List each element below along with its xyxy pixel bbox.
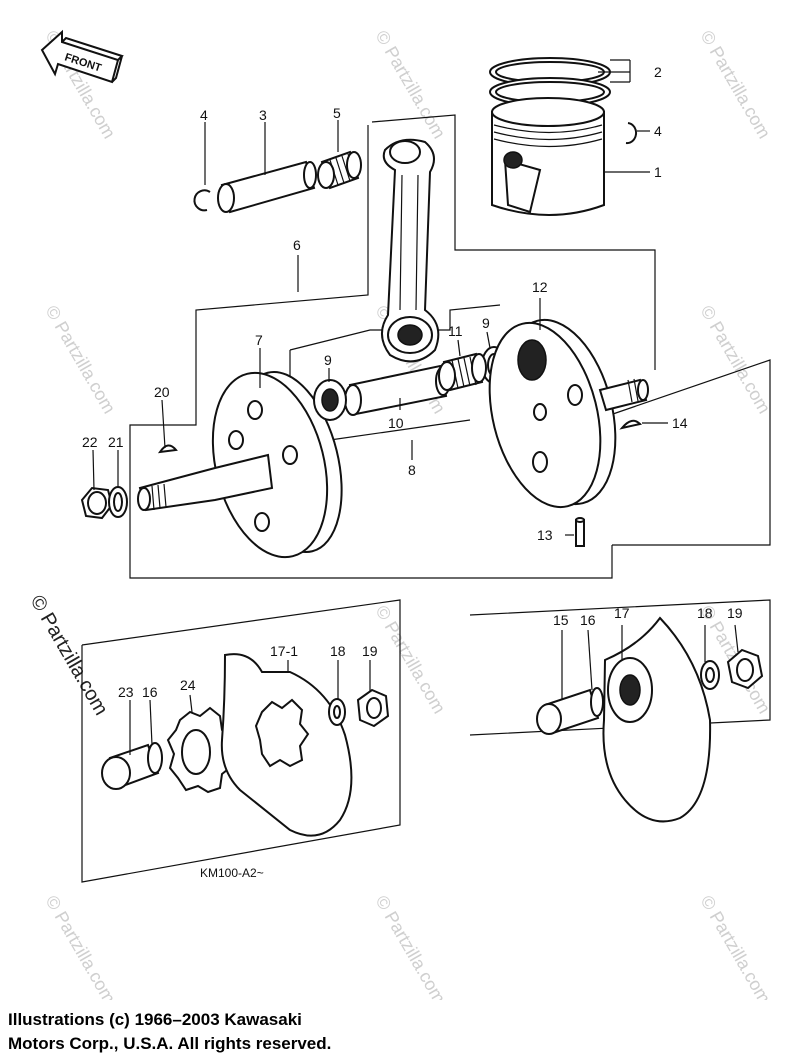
- woodruff-key: [157, 444, 178, 454]
- callout-16: 16: [142, 684, 158, 700]
- piston-pin: [217, 160, 317, 214]
- left-flywheel: [211, 370, 343, 559]
- right-flywheel: [488, 318, 617, 509]
- callout-10: 10: [388, 415, 404, 431]
- copyright-line-1: Illustrations (c) 1966–2003 Kawasaki: [8, 1010, 302, 1029]
- watermark: © Partzilla.com: [372, 892, 450, 1000]
- bushing-left: [101, 743, 160, 790]
- callout-7: 7: [255, 332, 263, 348]
- thrust-washer: [313, 379, 347, 421]
- nut-19-right: [726, 648, 764, 690]
- connecting-rod: [381, 138, 440, 363]
- sprocket: [166, 706, 234, 794]
- callout-6: 6: [293, 237, 301, 253]
- callout-22: 22: [82, 434, 98, 450]
- callout-12: 12: [532, 279, 548, 295]
- callout-17: 17: [614, 605, 630, 621]
- right-crank-shaft: [598, 378, 649, 412]
- callout-3: 3: [259, 107, 267, 123]
- leader-lines: [92, 59, 739, 755]
- watermark: © Partzilla.com: [372, 27, 450, 142]
- callout-4: 4: [654, 123, 662, 139]
- watermark: © Partzilla.com: [42, 302, 120, 417]
- callout-18: 18: [330, 643, 346, 659]
- callout-4: 4: [200, 107, 208, 123]
- callout-8: 8: [408, 462, 416, 478]
- callout-1: 1: [654, 164, 662, 180]
- circlip: [193, 189, 211, 212]
- crank-washer: [108, 486, 128, 518]
- crank-nut: [80, 486, 114, 520]
- washer-18-left: [328, 698, 346, 726]
- copyright-line-2: Motors Corp., U.S.A. All rights reserved…: [8, 1034, 332, 1053]
- washer-16-right: [590, 687, 604, 717]
- callout-18: 18: [697, 605, 713, 621]
- callouts: 1 2 3 4 4 5 6 7 8 9 9 10 11 12 13 14 15 …: [82, 64, 743, 700]
- callout-9: 9: [324, 352, 332, 368]
- big-end-bearing: [438, 352, 487, 392]
- callout-19: 19: [727, 605, 743, 621]
- figure-code: KM100-A2~: [200, 866, 264, 880]
- watermark-dark: © Partzilla.com: [26, 592, 112, 720]
- callout-2: 2: [654, 64, 662, 80]
- watermark: © Partzilla.com: [697, 302, 775, 417]
- watermark: © Partzilla.com: [697, 892, 775, 1000]
- callout-20: 20: [154, 384, 170, 400]
- callout-19: 19: [362, 643, 378, 659]
- watermark: © Partzilla.com: [697, 27, 775, 142]
- copyright-notice: Illustrations (c) 1966–2003 Kawasaki Mot…: [8, 1008, 331, 1056]
- bushing-right: [536, 688, 600, 735]
- callout-15: 15: [553, 612, 569, 628]
- front-arrow: FRONT: [40, 29, 124, 84]
- callout-13: 13: [537, 527, 553, 543]
- washer-16-left: [147, 742, 163, 774]
- circlip: [625, 122, 637, 145]
- callout-9: 9: [482, 315, 490, 331]
- sprocket-cover: [220, 653, 353, 837]
- cover-plate: [602, 616, 712, 823]
- callout-5: 5: [333, 105, 341, 121]
- callout-24: 24: [180, 677, 196, 693]
- left-crank-shaft: [137, 453, 274, 512]
- woodruff-key: [619, 419, 642, 430]
- dowel-pin: [575, 517, 585, 547]
- watermark: © Partzilla.com: [42, 892, 120, 1000]
- callout-11: 11: [448, 323, 463, 339]
- callout-23: 23: [118, 684, 134, 700]
- callout-14: 14: [672, 415, 688, 431]
- parts-diagram: © Partzilla.com © Partzilla.com © Partzi…: [26, 27, 775, 1000]
- callout-21: 21: [108, 434, 124, 450]
- piston: [491, 97, 605, 216]
- small-end-bearing: [317, 150, 362, 190]
- washer-18-right: [700, 660, 720, 690]
- nut-19-left: [356, 688, 390, 728]
- callout-17-1: 17-1: [270, 643, 298, 659]
- callout-16: 16: [580, 612, 596, 628]
